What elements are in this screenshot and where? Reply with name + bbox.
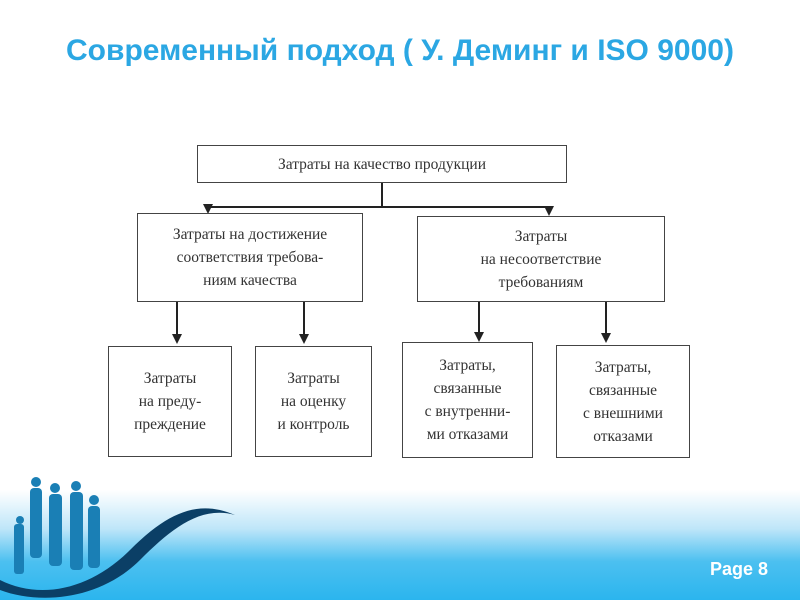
arrow-icon bbox=[203, 204, 213, 214]
connector bbox=[605, 302, 607, 333]
nonconformance-costs-box: Затраты на несоответствие требованиям bbox=[417, 216, 665, 302]
connector bbox=[207, 206, 550, 208]
connector bbox=[478, 302, 480, 332]
arrow-icon bbox=[474, 332, 484, 342]
connector bbox=[381, 183, 383, 207]
arrow-icon bbox=[299, 334, 309, 344]
arrow-icon bbox=[601, 333, 611, 343]
internal-failure-costs-box: Затраты, связанные с внутренни- ми отказ… bbox=[402, 342, 533, 458]
connector bbox=[176, 302, 178, 334]
connector bbox=[303, 302, 305, 334]
external-failure-costs-box: Затраты, связанные с внешними отказами bbox=[556, 345, 690, 458]
page-number: Page 8 bbox=[709, 559, 768, 579]
slide-title: Современный подход ( У. Деминг и ISO 900… bbox=[66, 34, 734, 67]
prevention-costs-box: Затраты на преду- преждение bbox=[108, 346, 232, 457]
arrow-icon bbox=[544, 206, 554, 216]
appraisal-costs-box: Затраты на оценку и контроль bbox=[255, 346, 372, 457]
business-people-decoration-icon bbox=[0, 477, 235, 598]
footer-band bbox=[0, 490, 800, 600]
conformance-costs-box: Затраты на достижение соответствия требо… bbox=[137, 213, 363, 302]
root-box: Затраты на качество продукции bbox=[197, 145, 567, 183]
arrow-icon bbox=[172, 334, 182, 344]
